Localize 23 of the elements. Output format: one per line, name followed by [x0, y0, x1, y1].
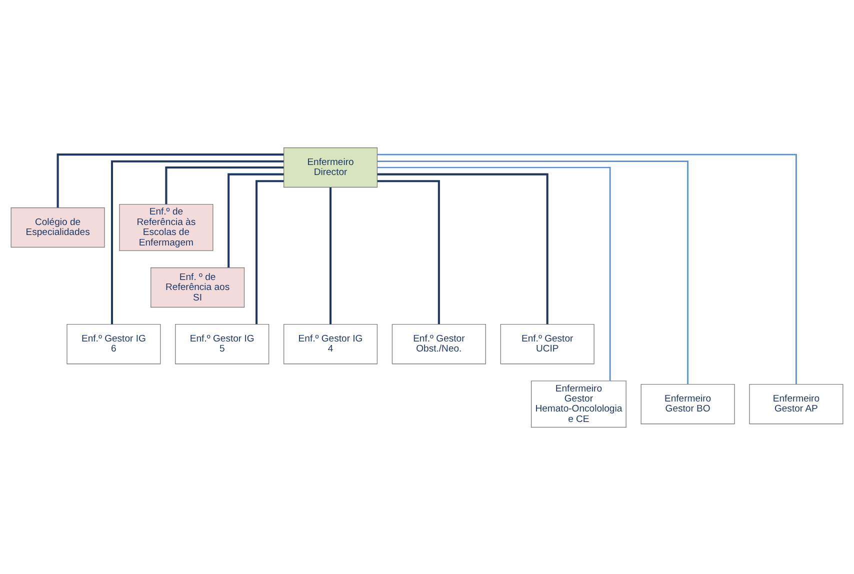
connector — [330, 186, 332, 324]
node-box: Enfermeiro Director — [283, 146, 378, 188]
connector — [56, 153, 284, 208]
node-box: Enf.º Gestor IG 5 — [175, 323, 270, 364]
node-box: Enfermeiro Gestor AP — [749, 383, 844, 424]
connector — [377, 172, 548, 324]
node-box: Enfermeiro Gestor Hemato-Oncolologia e CE — [530, 380, 626, 428]
node-box: Enf.º Gestor IG 4 — [283, 323, 378, 364]
node-box: Enf.º Gestor UCIP — [500, 323, 594, 364]
node-box: Enf. º de Referência aos SI — [150, 266, 245, 308]
node-box: Enf.º Gestor Obst./Neo. — [392, 323, 486, 364]
connector — [165, 166, 284, 204]
connector — [377, 153, 797, 384]
connector — [377, 166, 611, 380]
node-box: Enf.º de Referência às Escolas de Enfermagem — [119, 203, 214, 251]
node-box: Colégio de Especialidades — [10, 206, 105, 248]
connector — [377, 180, 440, 324]
connector — [377, 160, 688, 384]
node-box: Enf.º Gestor IG 6 — [66, 323, 161, 364]
node-box: Enfermeiro Gestor BO — [640, 383, 735, 424]
connector — [228, 172, 284, 268]
connector — [110, 160, 284, 324]
connector — [256, 180, 284, 324]
